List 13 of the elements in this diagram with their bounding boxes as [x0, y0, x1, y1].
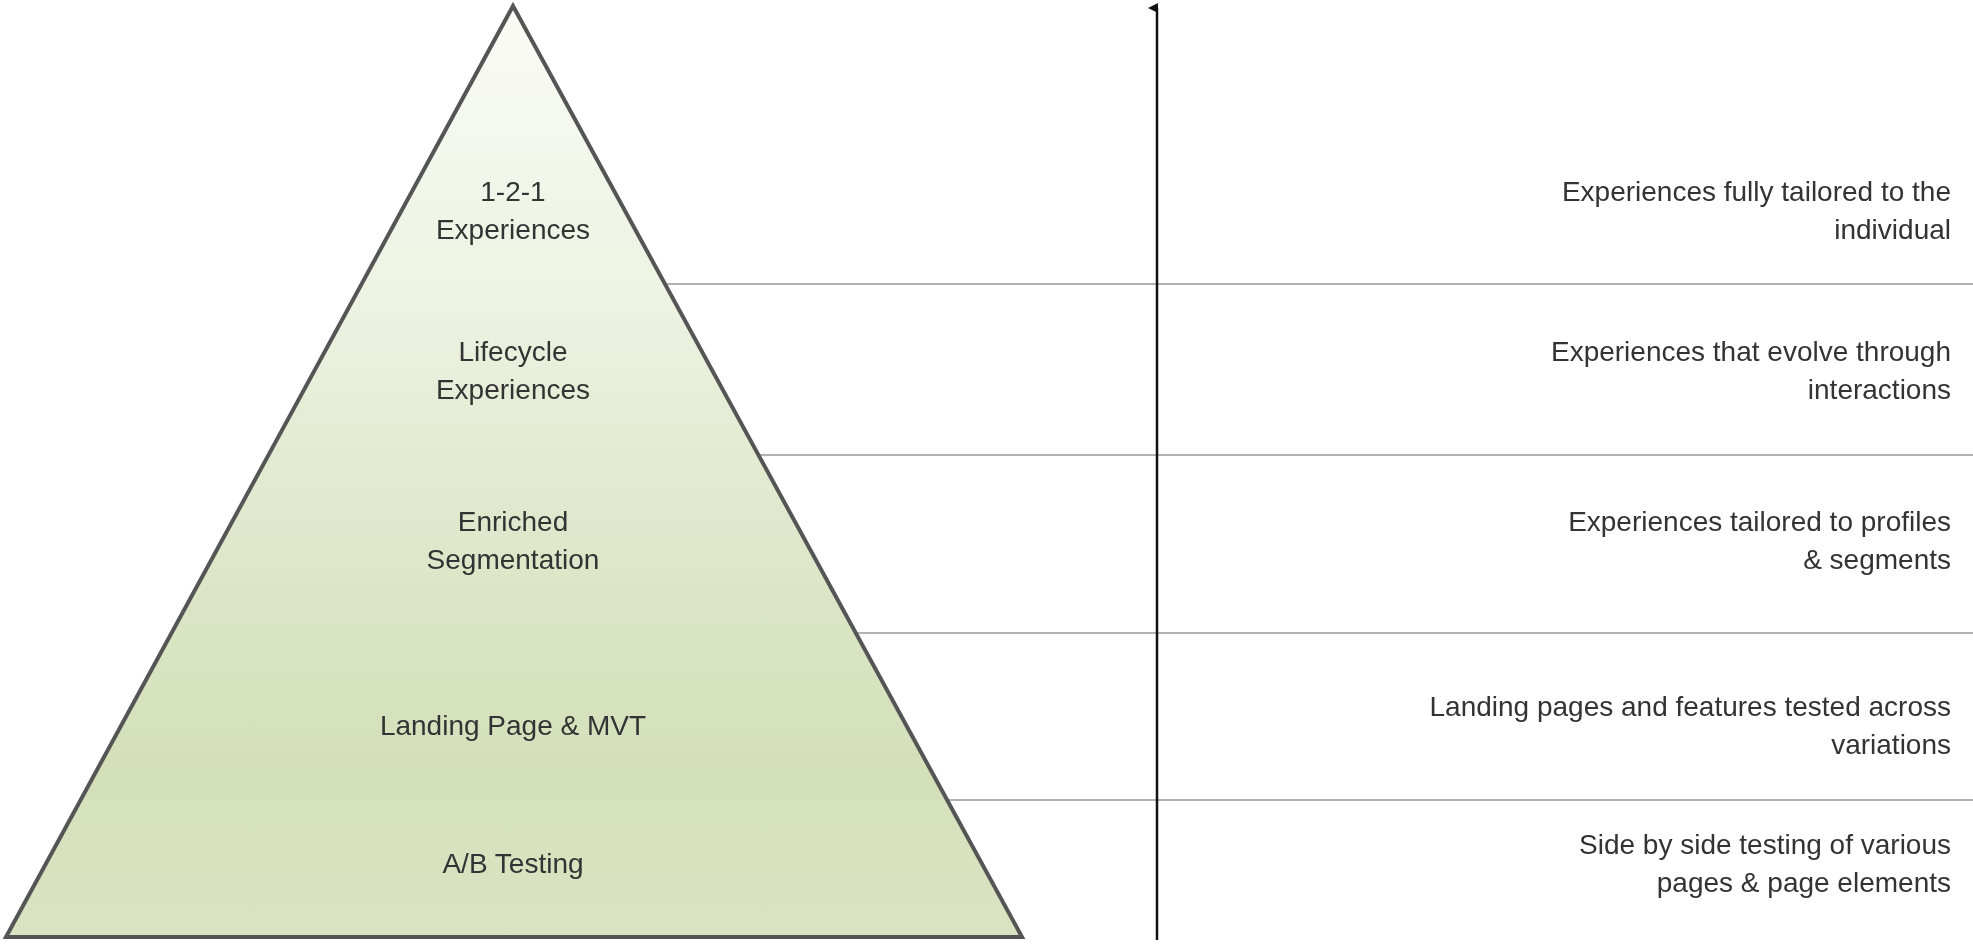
tier-label: Landing Page & MVT — [378, 709, 648, 743]
pyramid-tier — [268, 284, 759, 455]
tier-label: 1-2-1 Experiences — [434, 175, 592, 247]
tier-description: Experiences tailored to profiles & segments — [1567, 505, 1951, 577]
tier-description: Experiences fully tailored to the individual — [1560, 175, 1951, 247]
tier-description: Landing pages and features tested across variations — [1428, 690, 1951, 762]
tier-label: A/B Testing — [441, 847, 585, 881]
tier-description: Experiences that evolve through interactions — [1549, 335, 1951, 407]
tier-description: Side by side testing of various pages & page elements — [1578, 828, 1951, 900]
tier-label: Lifecycle Experiences — [434, 335, 592, 407]
pyramid-tier — [171, 455, 856, 633]
tier-label: Enriched Segmentation — [425, 505, 601, 577]
pyramid-tier — [80, 633, 948, 800]
